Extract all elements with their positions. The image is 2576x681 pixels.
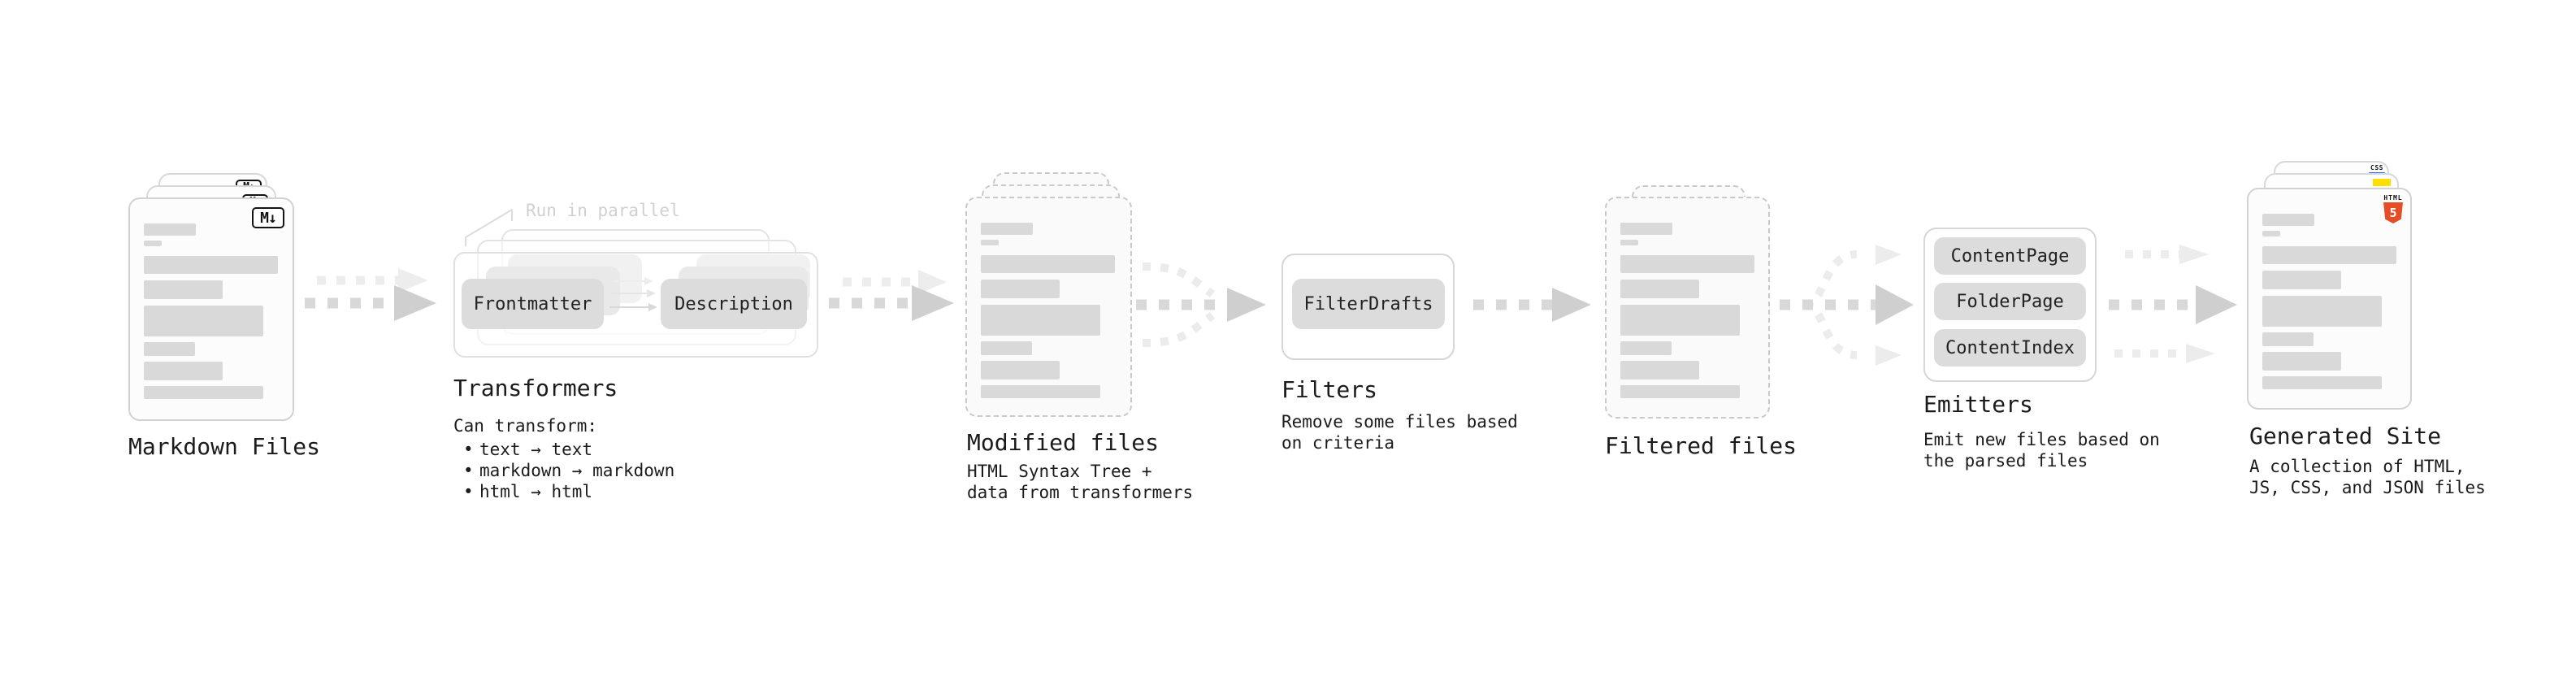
chip-flow-arrows xyxy=(609,277,657,311)
contentindex-chip: ContentIndex xyxy=(1934,329,2086,367)
arrow-filtered-to-emitters xyxy=(1780,245,1914,366)
arrow-emitters-to-site xyxy=(2109,245,2237,363)
markdown-files-label: Markdown Files xyxy=(128,433,321,460)
filtered-files-node: Filtered files xyxy=(1601,158,1828,484)
emitters-label: Emitters xyxy=(1923,391,2033,418)
text-placeholder-bars xyxy=(130,199,293,399)
emitters-node: ContentPage FolderPage ContentIndex Emit… xyxy=(1922,226,2190,478)
filters-subtitle: Remove some files based on criteria xyxy=(1281,412,1518,453)
file-card xyxy=(965,197,1132,417)
filterdrafts-chip: FilterDrafts xyxy=(1292,279,1445,329)
description-chip: Description xyxy=(661,279,807,329)
run-in-parallel-label: Run in parallel xyxy=(526,201,680,220)
arrow-transformers-to-modified xyxy=(829,270,954,321)
file-card xyxy=(1605,197,1770,419)
callout-line xyxy=(465,209,513,246)
html5-icon: HTML 5 xyxy=(2383,194,2404,223)
modified-files-node: Modified files HTML Syntax Tree + data f… xyxy=(963,158,1223,512)
generated-site-subtitle: A collection of HTML, JS, CSS, and JSON … xyxy=(2249,457,2486,497)
modified-files-subtitle: HTML Syntax Tree + data from transformer… xyxy=(967,462,1194,502)
contentpage-chip: ContentPage xyxy=(1934,237,2086,275)
filters-label: Filters xyxy=(1281,376,1378,403)
text-placeholder-bars xyxy=(967,198,1130,398)
markdown-files-node: M↓ M↓ M↓ Markdown Files xyxy=(122,158,366,500)
emitters-subtitle: Emit new files based on the parsed files xyxy=(1923,430,2160,471)
folderpage-chip: FolderPage xyxy=(1934,283,2086,320)
text-placeholder-bars xyxy=(1607,198,1768,398)
transformers-desc-title: Can transform: xyxy=(453,416,598,436)
modified-files-label: Modified files xyxy=(967,429,1160,456)
arrow-filters-to-filtered xyxy=(1473,288,1591,322)
transform-bullet: html → html xyxy=(453,481,674,502)
arrow-markdown-to-transformers xyxy=(305,268,436,321)
file-card: M↓ xyxy=(128,197,294,421)
frontmatter-chip: Frontmatter xyxy=(462,279,604,329)
markdown-icon: M↓ xyxy=(252,207,284,228)
arrow-modified-to-filters xyxy=(1136,262,1266,347)
generated-site-node: CSS HTML 5 Generated Site A collection o… xyxy=(2243,158,2568,512)
text-placeholder-bars xyxy=(2249,189,2410,389)
transformers-label: Transformers xyxy=(453,375,618,401)
transform-bullet: text → text xyxy=(453,439,674,460)
js-icon xyxy=(2373,179,2391,186)
transformers-bullets: text → text markdown → markdown html → h… xyxy=(453,439,674,502)
filtered-files-label: Filtered files xyxy=(1605,432,1798,459)
transform-bullet: markdown → markdown xyxy=(453,460,674,481)
file-card: HTML 5 xyxy=(2247,188,2412,410)
filters-node: FilterDrafts Filters Remove some files b… xyxy=(1280,252,1524,463)
transformers-node: Run in parallel Frontmatter Description … xyxy=(451,195,833,504)
generated-site-label: Generated Site xyxy=(2249,423,2442,449)
